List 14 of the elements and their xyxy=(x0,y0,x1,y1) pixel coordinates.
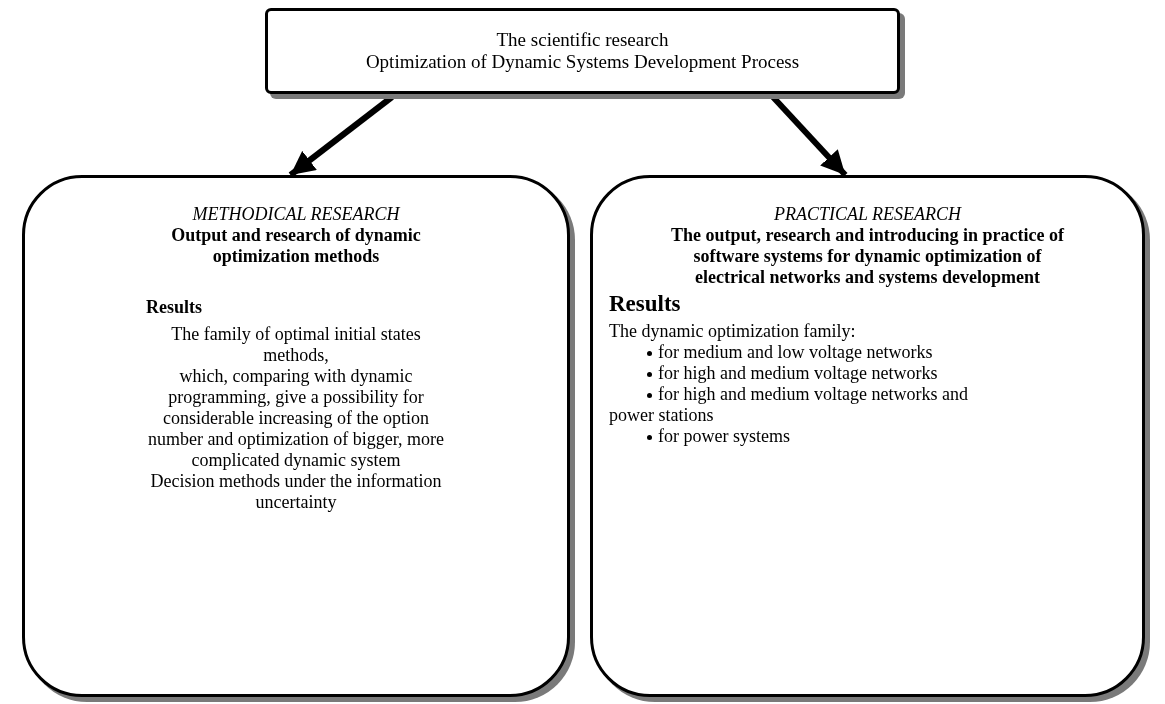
list-item: for power systems xyxy=(609,426,1009,447)
subheading: The output, research and introducing in practice of software systems for dynamic optimization of electrical networks and systems development xyxy=(670,225,1066,288)
body-text: which, comparing with dynamic programming, give a possibility for considerable increasing of the option number and optimization of bigger, more complicated dynamic system xyxy=(146,366,446,471)
body-text: Optimization of Dynamic Systems Development Process xyxy=(365,51,800,73)
heading: The scientific research xyxy=(496,29,669,51)
list-item: for high and medium voltage networks xyxy=(609,363,1009,384)
list-item: for medium and low voltage networks xyxy=(609,342,1009,363)
heading: METHODICAL RESEARCH xyxy=(191,204,401,225)
body-text: The dynamic optimization family: xyxy=(609,321,857,342)
subheading: Output and research of dynamic optimization methods xyxy=(170,225,422,267)
body-text: Decision methods under the information uncertainty xyxy=(149,471,443,513)
heading: PRACTICAL RESEARCH xyxy=(772,204,963,225)
subheading: Results xyxy=(146,297,203,318)
subheading: Results xyxy=(609,290,682,317)
